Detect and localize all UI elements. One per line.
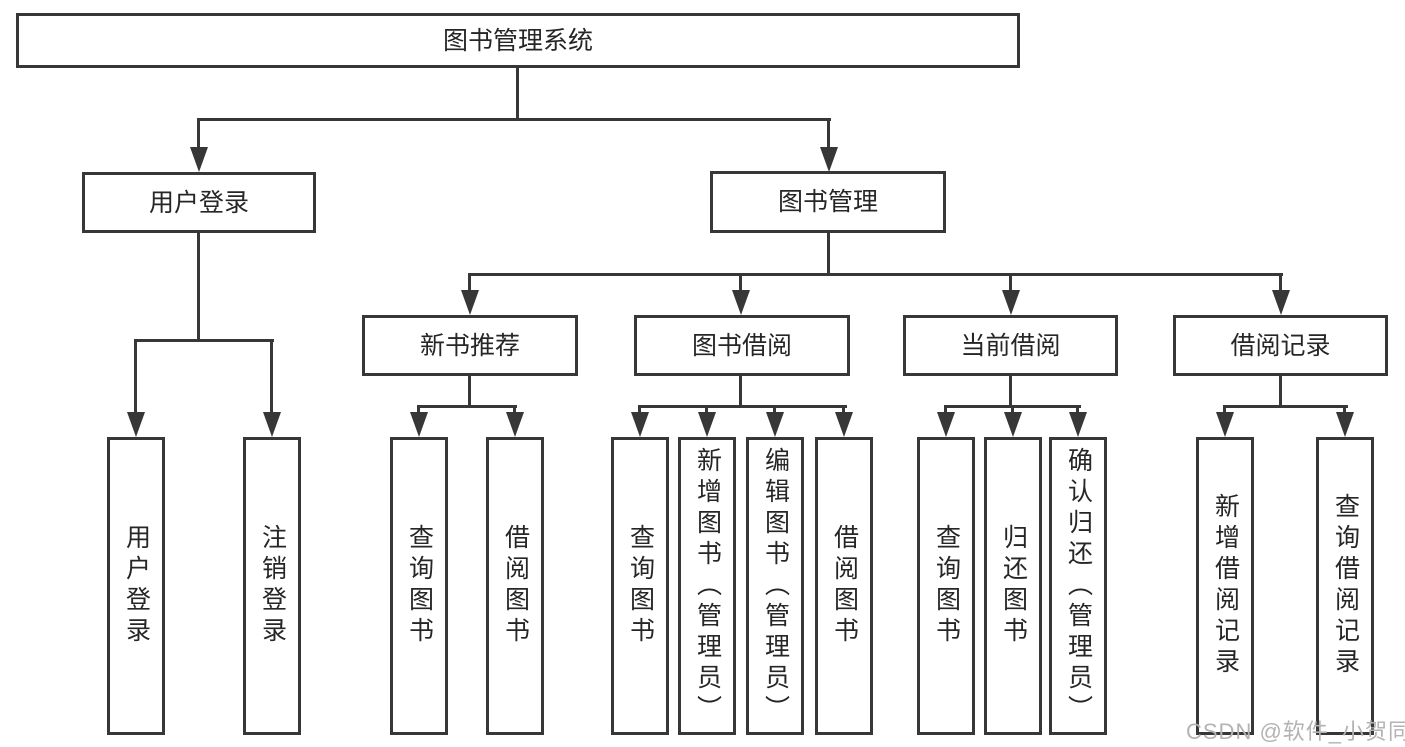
connector-drop-book-management (827, 118, 830, 147)
arrowhead-down (732, 290, 750, 315)
node-current-borrowing-label: 当前借阅 (960, 331, 1061, 360)
connector-drop-user-login (197, 118, 200, 147)
node-book-borrowing: 图书借阅 (634, 315, 850, 376)
connector-book-borrowing-stem (739, 376, 742, 405)
node-book-management: 图书管理 (710, 171, 946, 233)
connector-borrowing-records-branch-line (1223, 405, 1348, 408)
arrowhead-down (835, 412, 853, 437)
connector-user-login-stem (197, 233, 200, 339)
leaf-add-book-admin: 新增图书（管理员） (678, 437, 736, 735)
connector-root-stem (516, 68, 519, 118)
node-current-borrowing: 当前借阅 (903, 315, 1118, 376)
arrowhead-down (631, 412, 649, 437)
leaf-query-books-3-label: 查询图书 (932, 524, 961, 648)
connector-drop-leaf (417, 405, 420, 412)
arrowhead-down (127, 412, 145, 437)
leaf-query-books-2-label: 查询图书 (626, 524, 655, 648)
arrowhead-down (1002, 290, 1020, 315)
connector-new-book-recommend-branch-line (417, 405, 517, 408)
connector-drop-leaf (1011, 405, 1014, 412)
leaf-edit-book-admin: 编辑图书（管理员） (746, 437, 804, 735)
node-library-system-label: 图书管理系统 (442, 26, 593, 55)
connector-drop-new-book-recommend (468, 273, 471, 290)
csdn-watermark: CSDN @软件_小贺同学 (1186, 719, 1405, 744)
leaf-return-book: 归还图书 (984, 437, 1042, 735)
connector-user-login-branch-line (134, 339, 274, 342)
connector-drop-leaf-user-login (134, 339, 137, 412)
leaf-query-books-3: 查询图书 (917, 437, 975, 735)
connector-drop-leaf (773, 405, 776, 412)
leaf-borrow-books-2: 借阅图书 (815, 437, 873, 735)
arrowhead-down (937, 412, 955, 437)
leaf-borrow-books-2-label: 借阅图书 (830, 524, 859, 648)
leaf-add-borrow-record-label: 新增借阅记录 (1211, 493, 1240, 679)
connector-root-branch-line (197, 118, 831, 121)
connector-drop-leaf (705, 405, 708, 412)
leaf-logout-label: 注销登录 (258, 524, 287, 648)
leaf-confirm-return-admin-label: 确认归还（管理员） (1064, 446, 1093, 726)
node-borrowing-records: 借阅记录 (1173, 315, 1388, 376)
connector-borrowing-records-stem (1279, 376, 1282, 405)
node-library-system: 图书管理系统 (16, 13, 1020, 68)
leaf-borrow-books-1: 借阅图书 (486, 437, 544, 735)
arrowhead-down (1004, 412, 1022, 437)
leaf-query-books-1-label: 查询图书 (405, 524, 434, 648)
connector-drop-leaf (513, 405, 516, 412)
connector-drop-leaf (1343, 405, 1346, 412)
arrowhead-down (1272, 290, 1290, 315)
node-new-book-recommend: 新书推荐 (362, 315, 578, 376)
connector-current-borrowing-stem (1009, 376, 1012, 405)
connector-drop-leaf (944, 405, 947, 412)
arrowhead-down (766, 412, 784, 437)
connector-drop-leaf (1076, 405, 1079, 412)
leaf-borrow-books-1-label: 借阅图书 (501, 524, 530, 648)
leaf-query-borrow-record-label: 查询借阅记录 (1331, 493, 1360, 679)
leaf-query-books-1: 查询图书 (390, 437, 448, 735)
leaf-query-books-2: 查询图书 (611, 437, 669, 735)
node-user-login: 用户登录 (82, 172, 316, 233)
connector-drop-borrowing-records (1279, 273, 1282, 290)
arrowhead-down (1069, 412, 1087, 437)
connector-book-management-branch-line (468, 273, 1283, 276)
connector-drop-leaf (638, 405, 641, 412)
leaf-user-login-label: 用户登录 (122, 524, 151, 648)
leaf-add-book-admin-label: 新增图书（管理员） (693, 446, 722, 726)
leaf-add-borrow-record: 新增借阅记录 (1196, 437, 1254, 735)
leaf-user-login: 用户登录 (107, 437, 165, 735)
connector-new-book-recommend-stem (468, 376, 471, 405)
arrowhead-down (820, 147, 838, 172)
leaf-confirm-return-admin: 确认归还（管理员） (1049, 437, 1107, 735)
connector-drop-leaf (1223, 405, 1226, 412)
connector-book-borrowing-branch-line (638, 405, 847, 408)
leaf-edit-book-admin-label: 编辑图书（管理员） (761, 446, 790, 726)
node-book-management-label: 图书管理 (777, 188, 878, 216)
connector-drop-leaf (842, 405, 845, 412)
leaf-query-borrow-record: 查询借阅记录 (1316, 437, 1374, 735)
node-new-book-recommend-label: 新书推荐 (419, 331, 520, 360)
arrowhead-down (263, 412, 281, 437)
node-user-login-label: 用户登录 (148, 188, 249, 217)
node-book-borrowing-label: 图书借阅 (691, 331, 792, 360)
arrowhead-down (1216, 412, 1234, 437)
connector-book-management-stem (827, 233, 830, 273)
arrowhead-down (506, 412, 524, 437)
connector-drop-book-borrowing (739, 273, 742, 290)
leaf-return-book-label: 归还图书 (999, 524, 1028, 648)
arrowhead-down (190, 147, 208, 172)
leaf-logout: 注销登录 (243, 437, 301, 735)
arrowhead-down (461, 290, 479, 315)
arrowhead-down (410, 412, 428, 437)
connector-drop-current-borrowing (1009, 273, 1012, 290)
arrowhead-down (1336, 412, 1354, 437)
arrowhead-down (698, 412, 716, 437)
node-borrowing-records-label: 借阅记录 (1230, 331, 1331, 360)
connector-drop-leaf-logout (270, 339, 273, 412)
